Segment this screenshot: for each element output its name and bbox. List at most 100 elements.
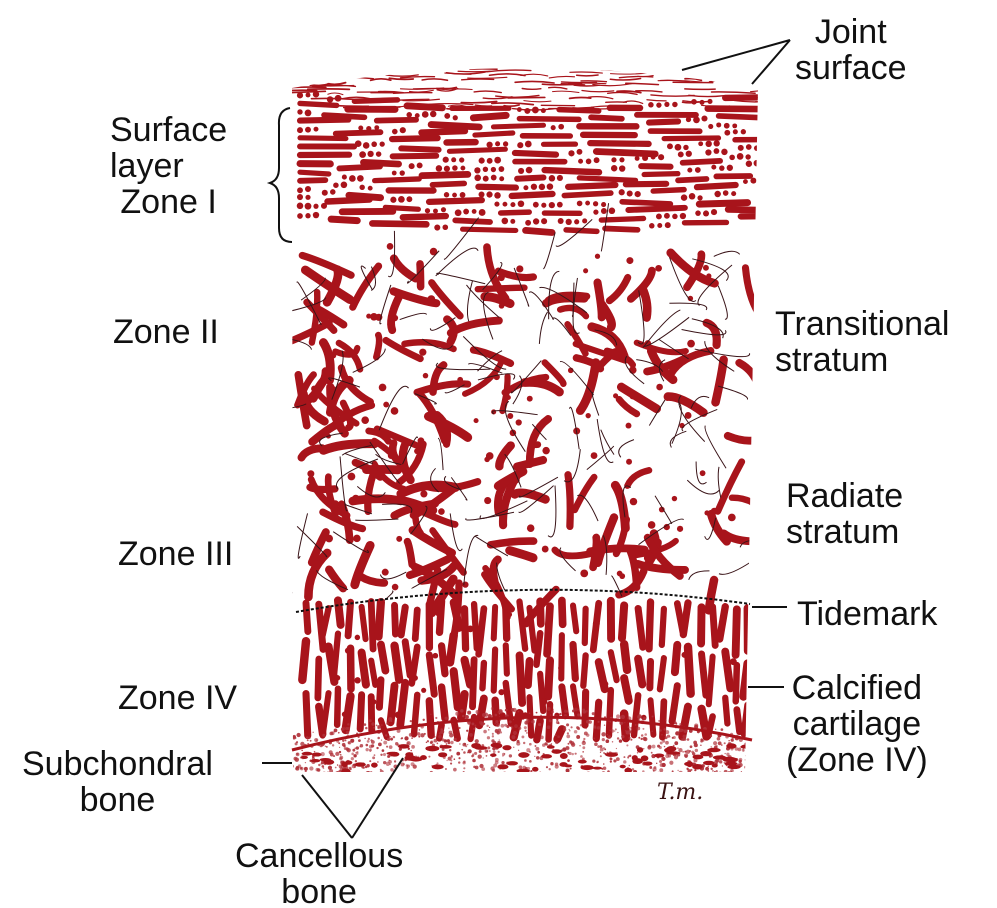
fine-fibril	[388, 231, 394, 277]
bone-stipple	[493, 750, 496, 753]
surface-strand	[726, 73, 750, 74]
collagen-fiber-cross-section	[501, 218, 508, 225]
chondrocyte-dot	[427, 295, 435, 303]
collagen-fiber-cross-section	[495, 141, 500, 146]
bone-stipple	[612, 741, 613, 742]
bone-stipple	[454, 773, 457, 776]
bone-stipple	[359, 746, 361, 748]
bone-stipple	[308, 737, 311, 740]
bone-stipple	[471, 755, 473, 757]
bone-stipple	[555, 765, 559, 769]
collagen-fiber-cross-section	[532, 107, 539, 114]
chondrocyte-dot	[591, 452, 598, 459]
collagen-fiber-cross-section	[729, 155, 735, 161]
bone-stipple	[582, 772, 583, 773]
fine-fibril	[437, 273, 485, 284]
surface-strand	[588, 97, 613, 99]
bone-stipple	[642, 728, 644, 730]
collagen-fiber-cross-section	[398, 196, 405, 203]
collagen-fiber-radial	[662, 609, 664, 645]
bone-stipple	[371, 744, 374, 747]
collagen-fiber-tangential	[473, 115, 506, 117]
collagen-fiber-tangential	[336, 132, 381, 133]
bone-stipple	[579, 745, 580, 746]
bone-stipple	[494, 714, 497, 717]
bone-stipple	[354, 748, 356, 750]
collagen-fiber-oblique	[568, 324, 586, 353]
collagen-fiber-cross-section	[619, 189, 625, 195]
bone-stipple	[569, 752, 572, 755]
bone-stipple	[505, 709, 508, 712]
bone-stipple	[317, 768, 320, 771]
bone-stipple	[629, 755, 631, 757]
fine-fibril	[548, 486, 556, 537]
bone-stipple	[600, 748, 604, 752]
collagen-fiber-oblique	[627, 470, 649, 485]
bone-trabecula	[432, 764, 444, 769]
fine-fibril	[718, 286, 727, 320]
bone-stipple	[535, 747, 539, 751]
bone-stipple	[370, 739, 372, 741]
bone-stipple	[483, 730, 487, 734]
bone-stipple	[719, 760, 722, 763]
bone-stipple	[754, 773, 756, 775]
bone-stipple	[567, 732, 569, 734]
collagen-fiber-cross-section	[463, 209, 469, 215]
surface-strand	[515, 81, 554, 83]
collagen-fiber-cross-section	[683, 145, 688, 150]
collagen-fiber-cross-section	[452, 193, 457, 198]
collagen-fiber-radial	[638, 608, 643, 647]
surface-strand	[343, 61, 360, 63]
collagen-fiber-cross-section	[479, 158, 485, 164]
collagen-fiber-cross-section	[297, 127, 303, 133]
surface-strand	[489, 74, 525, 76]
collagen-fiber-tangential	[372, 223, 426, 224]
bone-stipple	[456, 752, 460, 756]
collagen-fiber-tangential	[564, 193, 610, 195]
surface-strand	[763, 96, 779, 98]
collagen-fiber-radial	[702, 654, 706, 695]
bone-stipple	[689, 773, 691, 775]
bone-stipple	[492, 733, 494, 735]
bone-stipple	[339, 747, 340, 748]
collagen-fiber-radial	[474, 604, 477, 648]
bone-stipple	[604, 725, 605, 726]
chondrocyte-dot	[432, 653, 438, 659]
fine-fibril	[670, 431, 686, 447]
bone-stipple	[566, 746, 570, 750]
bone-stipple	[636, 727, 640, 731]
collagen-fiber-cross-section	[745, 154, 750, 159]
collagen-fiber-cross-section	[541, 203, 546, 208]
bone-trabecula	[301, 756, 308, 759]
collagen-fiber-cross-section	[510, 219, 515, 224]
bone-stipple	[525, 730, 527, 732]
collagen-fiber-cross-section	[433, 209, 438, 214]
bone-stipple	[395, 742, 398, 745]
bone-stipple	[450, 763, 452, 765]
bone-stipple	[428, 756, 430, 758]
collagen-fiber-cross-section	[541, 218, 547, 224]
collagen-fiber-cross-section	[681, 194, 687, 200]
collagen-fiber-cross-section	[689, 193, 696, 200]
collagen-fiber-cross-section	[708, 124, 713, 129]
bone-trabecula	[398, 744, 410, 749]
collagen-fiber-radial	[400, 683, 405, 725]
chondrocyte-dot	[586, 413, 591, 418]
bone-stipple	[621, 715, 625, 719]
bone-stipple	[678, 748, 682, 752]
bone-trabecula	[311, 759, 321, 762]
chondrocyte-dot	[419, 349, 426, 356]
chondrocyte-dot	[728, 514, 736, 522]
fine-fibril	[543, 232, 555, 268]
surface-strand	[291, 91, 325, 92]
bone-stipple	[325, 745, 327, 747]
bone-stipple	[377, 761, 379, 763]
bone-stipple	[332, 744, 334, 746]
collagen-fiber-radial	[371, 602, 373, 650]
bone-stipple	[387, 738, 390, 741]
collagen-fiber-radial	[562, 600, 563, 624]
bone-stipple	[571, 774, 574, 777]
bone-stipple	[355, 760, 357, 762]
collagen-fiber-radial	[334, 634, 338, 675]
